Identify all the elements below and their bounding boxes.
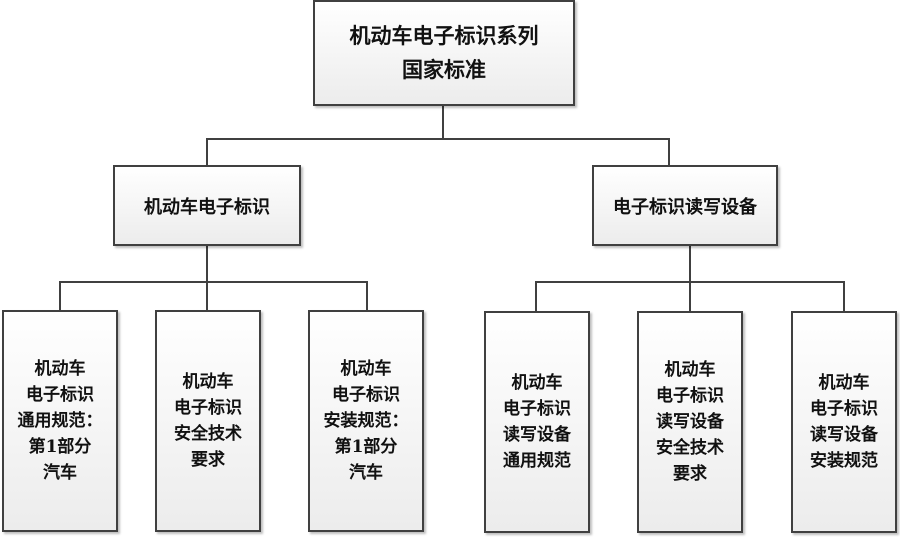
connector-level1-horizontal (206, 138, 670, 140)
leaf-node-reader-installation-spec: 机动车 电子标识 读写设备 安装规范 (791, 311, 897, 533)
leaf-line: 安全技术 (174, 424, 242, 444)
connector-left-leaf-2 (206, 281, 208, 311)
leaf-node-security-requirements: 机动车 电子标识 安全技术 要求 (155, 310, 261, 532)
leaf-line: 读写设备 (503, 425, 571, 445)
leaf-line: 读写设备 (656, 412, 724, 432)
leaf-line: 汽车 (349, 463, 383, 483)
leaf-line: 电子标识 (503, 399, 571, 419)
leaf-line: 机动车 (664, 360, 716, 380)
connector-root-down (442, 105, 444, 140)
connector-right-leaf-2 (689, 281, 691, 312)
root-node: 机动车电子标识系列 国家标准 (313, 0, 575, 106)
leaf-line: 安装规范 (810, 451, 878, 471)
leaf-node-installation-spec-car: 机动车 电子标识 安装规范： 第1部分 汽车 (308, 310, 424, 532)
connector-left-leaf-3 (366, 281, 368, 311)
connector-right-leaf-3 (843, 281, 845, 312)
leaf-node-general-spec-car: 机动车 电子标识 通用规范： 第1部分 汽车 (2, 310, 118, 532)
leaf-line: 要求 (191, 450, 225, 470)
leaf-line: 机动车 (511, 373, 563, 393)
leaf-line: 机动车 (182, 372, 234, 392)
connector-left-leaf-1 (59, 281, 61, 311)
leaf-line: 机动车 (818, 373, 870, 393)
leaf-line: 通用规范 (503, 451, 571, 471)
leaf-line: 汽车 (43, 463, 77, 483)
leaf-line: 电子标识 (26, 385, 94, 405)
leaf-node-reader-general-spec: 机动车 电子标识 读写设备 通用规范 (484, 311, 590, 533)
leaf-line: 安全技术 (656, 438, 724, 458)
connector-right-branch-down (689, 245, 691, 283)
leaf-line: 电子标识 (656, 386, 724, 406)
connector-left-level2-horizontal (59, 281, 368, 283)
connector-left-branch-down (206, 245, 208, 283)
branch-node-label: 机动车电子标识 (144, 196, 270, 218)
branch-node-reader-device: 电子标识读写设备 (592, 165, 778, 246)
leaf-line: 机动车 (34, 359, 86, 379)
leaf-line: 安装规范： (323, 411, 409, 431)
leaf-line: 电子标识 (332, 385, 400, 405)
leaf-node-reader-security-requirements: 机动车 电子标识 读写设备 安全技术 要求 (637, 311, 743, 533)
root-node-line: 国家标准 (402, 57, 486, 82)
connector-right-leaf-1 (535, 281, 537, 312)
leaf-line: 读写设备 (810, 425, 878, 445)
leaf-line: 机动车 (340, 359, 392, 379)
connector-to-right-branch (668, 138, 670, 166)
leaf-line: 第1部分 (28, 437, 92, 457)
leaf-line: 第1部分 (334, 437, 398, 457)
branch-node-label: 电子标识读写设备 (613, 196, 757, 218)
connector-to-left-branch (206, 138, 208, 166)
leaf-line: 电子标识 (174, 398, 242, 418)
leaf-line: 通用规范： (17, 411, 103, 431)
leaf-line: 电子标识 (810, 399, 878, 419)
branch-node-vehicle-id: 机动车电子标识 (113, 165, 301, 246)
leaf-line: 要求 (673, 464, 707, 484)
root-node-line: 机动车电子标识系列 (349, 23, 539, 48)
